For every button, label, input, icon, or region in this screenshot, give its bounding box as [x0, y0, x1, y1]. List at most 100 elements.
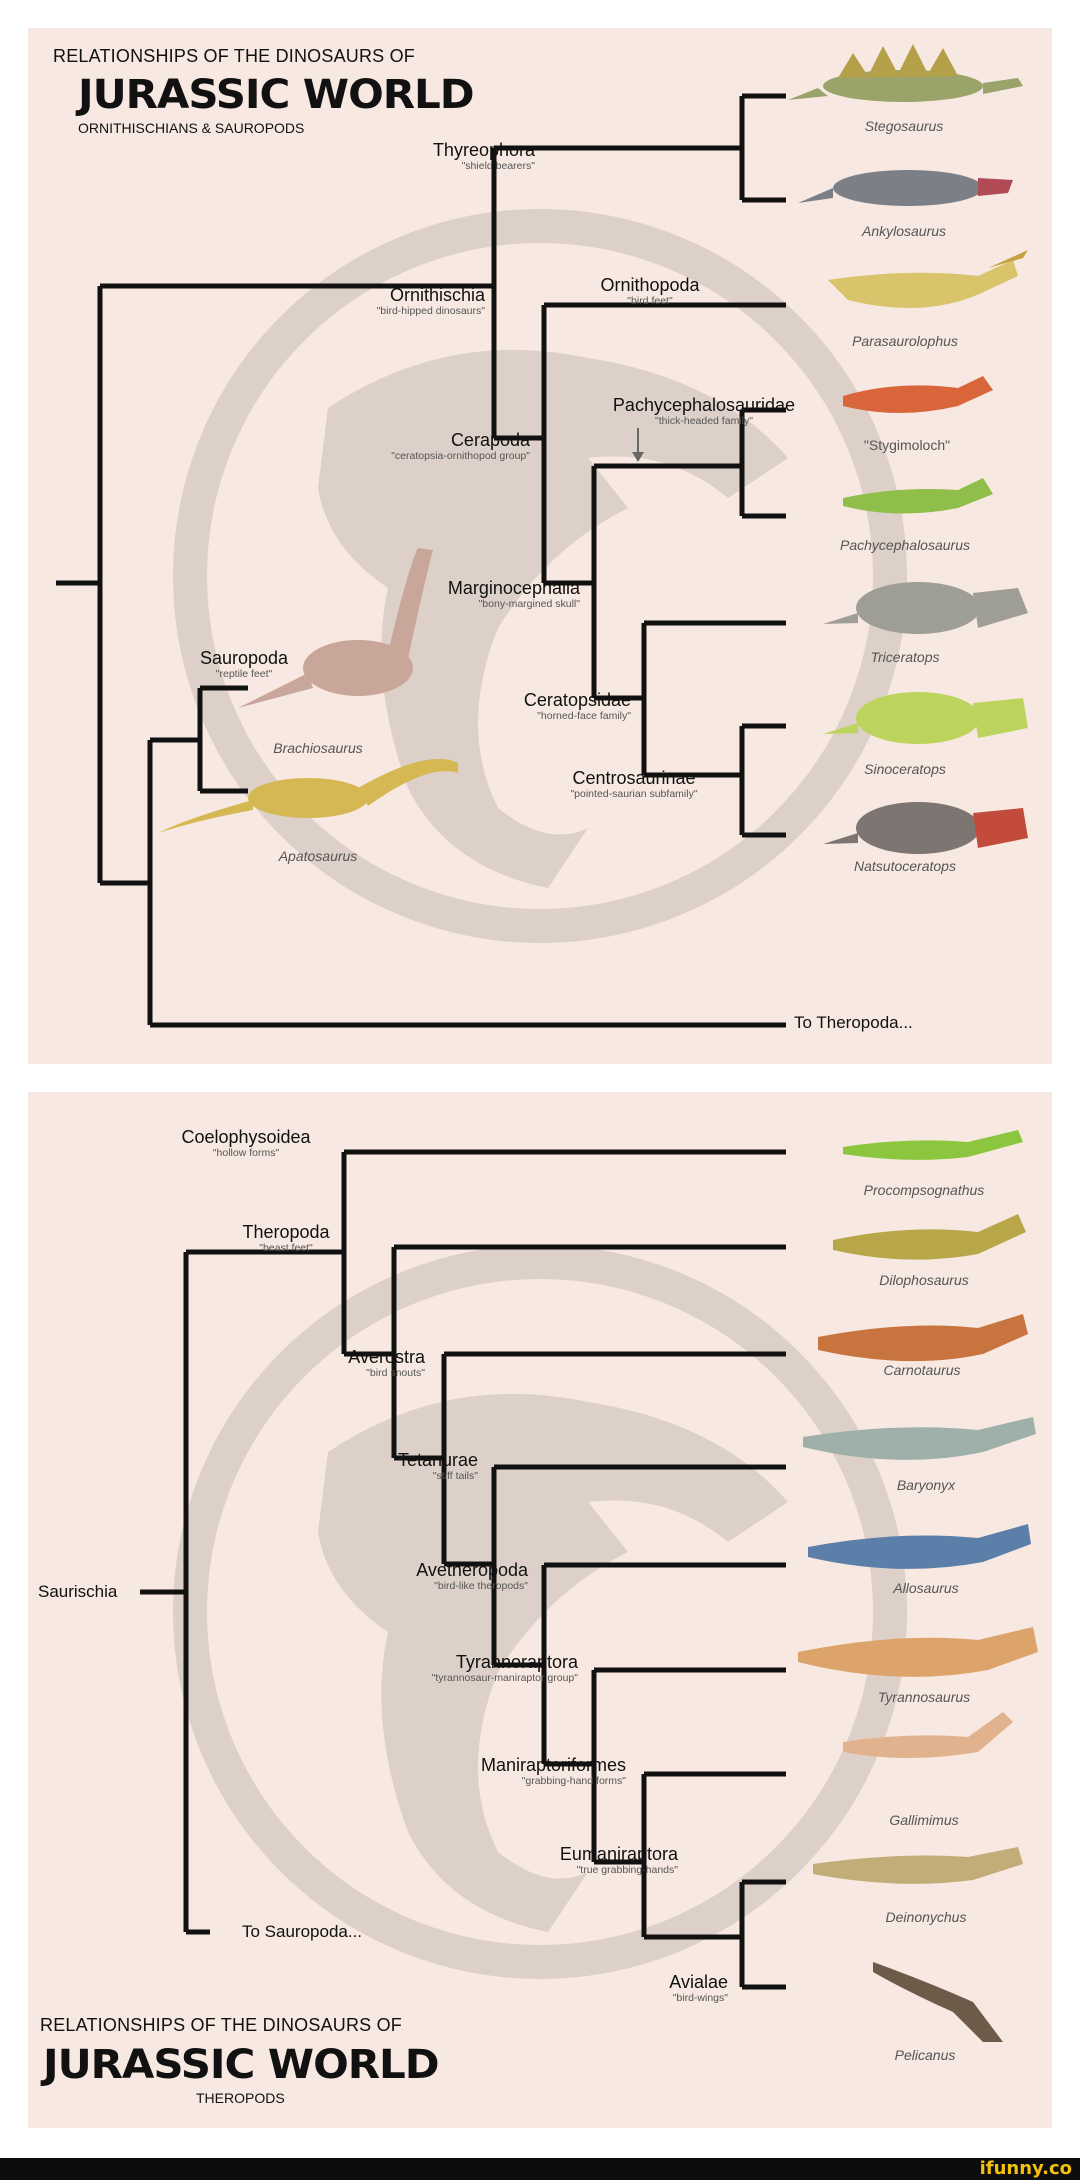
jurassic-world-logo-watermark: [173, 209, 907, 943]
clade-meaning: "pointed-saurian subfamily": [570, 788, 698, 800]
continue-to-sauropoda: To Sauropoda...: [242, 1922, 363, 1941]
arrow-down-icon: [632, 428, 644, 462]
bottom-clade-avetheropoda: Avetheropoda"bird-like theropods": [416, 1560, 528, 1593]
bottom-clade-tyrannoraptora: Tyrannoraptora"tyrannosaur-maniraptor gr…: [432, 1652, 578, 1685]
clade-name: Averostra: [348, 1347, 425, 1367]
clade-meaning: "bird-wings": [672, 1992, 728, 2004]
bottom-taxon-label: Pelicanus: [894, 2047, 956, 2063]
bottom-clade-avialae: Avialae"bird-wings": [669, 1972, 728, 2005]
bottom-clade-eumaniraptora: Eumaniraptora"true grabbing-hands": [560, 1844, 678, 1877]
top-tree-lines: [56, 93, 786, 1028]
clade-name: Sauropoda: [199, 648, 289, 668]
clade-meaning: "reptile feet": [215, 668, 273, 680]
top-clade-sauropoda: Sauropoda"reptile feet": [200, 648, 288, 681]
saurischia-root-label: Saurischia: [38, 1582, 118, 1601]
clade-name: Ornithopoda: [600, 275, 700, 295]
top-clade-thyreophora: Thyreophora"shield bearers": [433, 140, 535, 173]
clade-meaning: "hollow forms": [212, 1147, 280, 1159]
clade-name: Maniraptoriformes: [480, 1755, 626, 1775]
apatosaurus-illustration: [158, 758, 458, 833]
bottom-brand-logo: JURASSIC WORLD: [43, 2042, 440, 2088]
stygimoloch-illustration: [843, 376, 993, 413]
jurassic-world-logo-watermark: [173, 1245, 907, 1979]
top-taxon-label: Parasaurolophus: [852, 333, 958, 349]
bottom-taxon-label: Carnotaurus: [883, 1362, 961, 1378]
top-taxon-label: Stegosaurus: [864, 118, 944, 134]
clade-meaning: "tyrannosaur-maniraptor group": [431, 1672, 578, 1684]
site-watermark[interactable]: ifunny.co: [979, 2158, 1072, 2179]
clade-name: Thyreophora: [432, 140, 535, 160]
bottom-cladogram: [140, 1130, 1038, 2042]
clade-name: Coelophysoidea: [181, 1127, 311, 1147]
top-taxon-label: Pachycephalosaurus: [840, 537, 970, 553]
top-clade-marginocephalia: Marginocephalia"bony-margined skull": [448, 578, 580, 611]
clade-meaning: "bird-hipped dinosaurs": [376, 305, 485, 317]
top-taxon-label: Ankylosaurus: [861, 223, 947, 239]
natsutoceratops-illustration: [823, 802, 1028, 854]
clade-name: Tyrannoraptora: [455, 1652, 578, 1672]
brachiosaurus-illustration: [238, 548, 433, 708]
clade-name: Theropoda: [242, 1222, 330, 1242]
clade-name: Cerapoda: [450, 430, 530, 450]
clade-name: Ornithischia: [389, 285, 485, 305]
dilophosaurus-illustration: [833, 1214, 1026, 1260]
top-taxon-label: Brachiosaurus: [273, 740, 363, 756]
triceratops-illustration: [823, 582, 1028, 634]
bottom-clade-theropoda: Theropoda"beast feet": [242, 1222, 329, 1255]
bottom-clade-tetanurae: Tetanurae"stiff tails": [398, 1450, 478, 1483]
clade-meaning: "horned-face family": [537, 710, 631, 722]
pelicanus-illustration: [873, 1962, 1003, 2042]
top-clade-cerapoda: Cerapoda"ceratopsia-ornithopod group": [391, 430, 530, 463]
clade-meaning: "beast feet": [259, 1242, 313, 1254]
clade-meaning: "shield bearers": [461, 160, 535, 172]
theropod-panel: Coelophysoidea"hollow forms" Theropoda"be…: [28, 1092, 1052, 2128]
footer-bar: ifunny.co: [0, 2158, 1080, 2180]
clade-name: Centrosaurinae: [572, 768, 696, 788]
clade-meaning: "thick-headed family": [655, 415, 753, 427]
top-taxon-label: Apatosaurus: [278, 848, 358, 864]
top-clade-ornithopoda: Ornithopoda"bird feet": [600, 275, 699, 308]
top-taxon-label: "Stygimoloch": [863, 437, 951, 453]
carnotaurus-illustration: [818, 1314, 1028, 1362]
clade-meaning: "ceratopsia-ornithopod group": [391, 450, 530, 462]
clade-meaning: "stiff tails": [432, 1470, 478, 1482]
baryonyx-illustration: [803, 1417, 1036, 1460]
clade-name: Avetheropoda: [416, 1560, 528, 1580]
pachycephalosaurus-illustration: [843, 478, 993, 514]
top-clade-ornithischia: Ornithischia"bird-hipped dinosaurs": [377, 285, 485, 318]
allosaurus-illustration: [808, 1524, 1031, 1569]
top-taxon-label: Natsutoceratops: [854, 858, 956, 874]
bottom-taxon-label: Baryonyx: [896, 1477, 956, 1493]
top-cladogram: [56, 44, 1028, 1028]
bottom-taxon-label: Procompsognathus: [863, 1182, 985, 1198]
tyrannosaurus-illustration: [798, 1627, 1038, 1677]
stegosaurus-illustration: [788, 44, 1023, 102]
clade-name: Avialae: [669, 1972, 728, 1992]
bottom-taxon-label: Allosaurus: [893, 1580, 959, 1596]
top-taxon-label: Sinoceratops: [864, 761, 946, 777]
clade-meaning: "bony-margined skull": [478, 598, 580, 610]
clade-name: Eumaniraptora: [559, 1844, 678, 1864]
bottom-taxon-label: Tyrannosaurus: [877, 1689, 971, 1705]
clade-name: Marginocephalia: [447, 578, 580, 598]
clade-meaning: "bird snouts": [366, 1367, 425, 1379]
procompsognathus-illustration: [843, 1130, 1023, 1160]
clade-name: Tetanurae: [397, 1450, 478, 1470]
clade-meaning: "true grabbing-hands": [576, 1864, 678, 1876]
sinoceratops-illustration: [823, 692, 1028, 744]
bottom-clade-averostra: Averostra"bird snouts": [348, 1347, 425, 1380]
bottom-taxon-label: Dilophosaurus: [879, 1272, 969, 1288]
bottom-tree-lines: [140, 1149, 786, 1990]
bottom-taxon-label: Deinonychus: [885, 1909, 967, 1925]
top-clade-centrosaurinae: Centrosaurinae"pointed-saurian subfamily…: [570, 768, 697, 801]
top-clade-pachycephalosauridae: Pachycephalosauridae"thick-headed family…: [613, 395, 795, 428]
top-brand-logo: JURASSIC WORLD: [78, 72, 475, 118]
top-header-title: RELATIONSHIPS OF THE DINOSAURS OF: [53, 46, 415, 66]
gallimimus-illustration: [843, 1712, 1013, 1758]
clade-meaning: "bird-like theropods": [434, 1580, 528, 1592]
clade-name: Ceratopsidae: [523, 690, 631, 710]
ankylosaurus-illustration: [798, 170, 1013, 206]
bottom-clade-maniraptoriformes: Maniraptoriformes"grabbing-hand forms": [481, 1755, 626, 1788]
ornithischian-sauropod-panel: RELATIONSHIPS OF THE DINOSAURS OF JURASS…: [28, 28, 1052, 1064]
bottom-taxon-label: Gallimimus: [889, 1812, 959, 1828]
